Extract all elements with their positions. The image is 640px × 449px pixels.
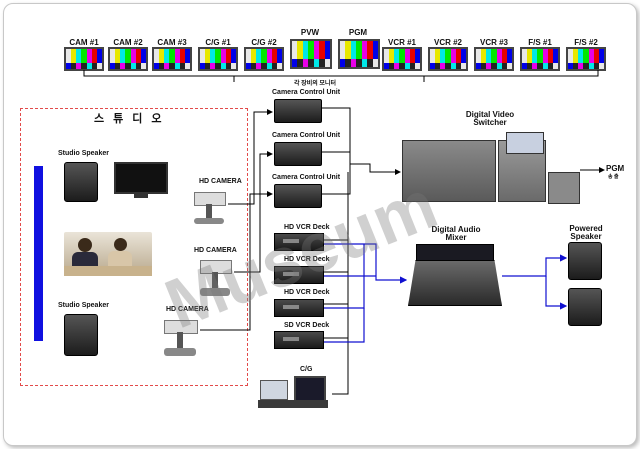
powered-speaker-label-1: Powered (569, 224, 603, 233)
monitor-label-5: C/G #2 (251, 38, 277, 47)
camera2-icon (198, 258, 234, 302)
switcher-label-1: Digital Video (465, 110, 515, 119)
monitor-3-icon (152, 47, 192, 71)
mixer-label-2: Mixer (445, 233, 467, 242)
monitor-7-icon (338, 39, 380, 69)
monitor-label-8: VCR #1 (387, 38, 416, 47)
monitor-label-3: CAM #3 (157, 38, 187, 47)
connection-lines (83, 70, 605, 395)
ccu3-label: Camera Control Unit (272, 174, 341, 181)
camera3-label: HD CAMERA (166, 306, 209, 313)
monitor-label-10: VCR #3 (479, 38, 508, 47)
ccu2-label: Camera Control Unit (272, 132, 341, 139)
mixer-icon (408, 244, 502, 306)
vcr2-icon (274, 266, 324, 284)
monitor-11-icon (520, 47, 560, 71)
monitor-label-2: CAM #2 (113, 38, 143, 47)
switcher-icon (402, 132, 580, 206)
monitor-5-icon (244, 47, 284, 71)
monitor-caption: 각 장비의 모니터 (294, 81, 336, 87)
mixer-label-1: Digital Audio (431, 225, 481, 234)
monitor-1-icon (64, 47, 104, 71)
monitor-4-icon (198, 47, 238, 71)
vcr1-icon (274, 233, 324, 251)
monitor-label-4: C/G #1 (205, 38, 231, 47)
cg-label: C/G (300, 366, 313, 373)
ccu2-icon (274, 142, 322, 166)
ccu1-label: Camera Control Unit (272, 89, 341, 96)
vcr2-label: HD VCR Deck (284, 256, 330, 263)
monitor-8-icon (382, 47, 422, 71)
monitor-10-icon (474, 47, 514, 71)
monitor-12-icon (566, 47, 606, 71)
tv-icon (114, 162, 168, 194)
pgm-label: PGM (606, 164, 625, 173)
monitor-label-7: PGM (348, 28, 368, 37)
powered-speaker-bottom-icon (568, 288, 602, 326)
ccu3-icon (274, 184, 322, 208)
studio-speaker-top-label: Studio Speaker (58, 150, 109, 157)
monitor-label-12: F/S #2 (574, 38, 598, 47)
camera3-icon (162, 318, 200, 362)
vcr3-label: HD VCR Deck (284, 289, 330, 296)
vcr4-label: SD VCR Deck (284, 322, 330, 329)
monitor-6-icon (290, 39, 332, 69)
diagram-frame: CAM #1 CAM #2 CAM #3 C/G #1 C/G #2 PVW PGM VCR … (3, 3, 637, 446)
studio-title: 스튜디오 (94, 113, 171, 125)
pgm-sublabel: 송 출 (608, 174, 619, 180)
monitor-9-icon (428, 47, 468, 71)
studio-speaker-bottom-icon (64, 314, 98, 356)
tv-stand-icon (134, 194, 148, 198)
monitor-label-1: CAM #1 (69, 38, 99, 47)
camera1-label: HD CAMERA (199, 178, 242, 185)
switcher-label-2: Switcher (473, 118, 507, 127)
powered-speaker-top-icon (568, 242, 602, 280)
monitor-label-11: F/S #1 (528, 38, 552, 47)
vcr4-icon (274, 331, 324, 349)
studio-speaker-top-icon (64, 162, 98, 202)
vcr1-label: HD VCR Deck (284, 224, 330, 231)
monitor-2-icon (108, 47, 148, 71)
monitor-label-9: VCR #2 (433, 38, 462, 47)
studio-area (20, 108, 248, 386)
vcr3-icon (274, 299, 324, 317)
studio-speaker-bottom-label: Studio Speaker (58, 302, 109, 309)
camera1-icon (192, 190, 228, 230)
powered-speaker-label-2: Speaker (570, 232, 602, 241)
monitor-label-6: PVW (300, 28, 320, 37)
camera2-label: HD CAMERA (194, 247, 237, 254)
anchors-image (64, 232, 152, 276)
cg-workstation-icon (258, 376, 330, 410)
ccu1-icon (274, 99, 322, 123)
blue-screen (34, 166, 43, 341)
